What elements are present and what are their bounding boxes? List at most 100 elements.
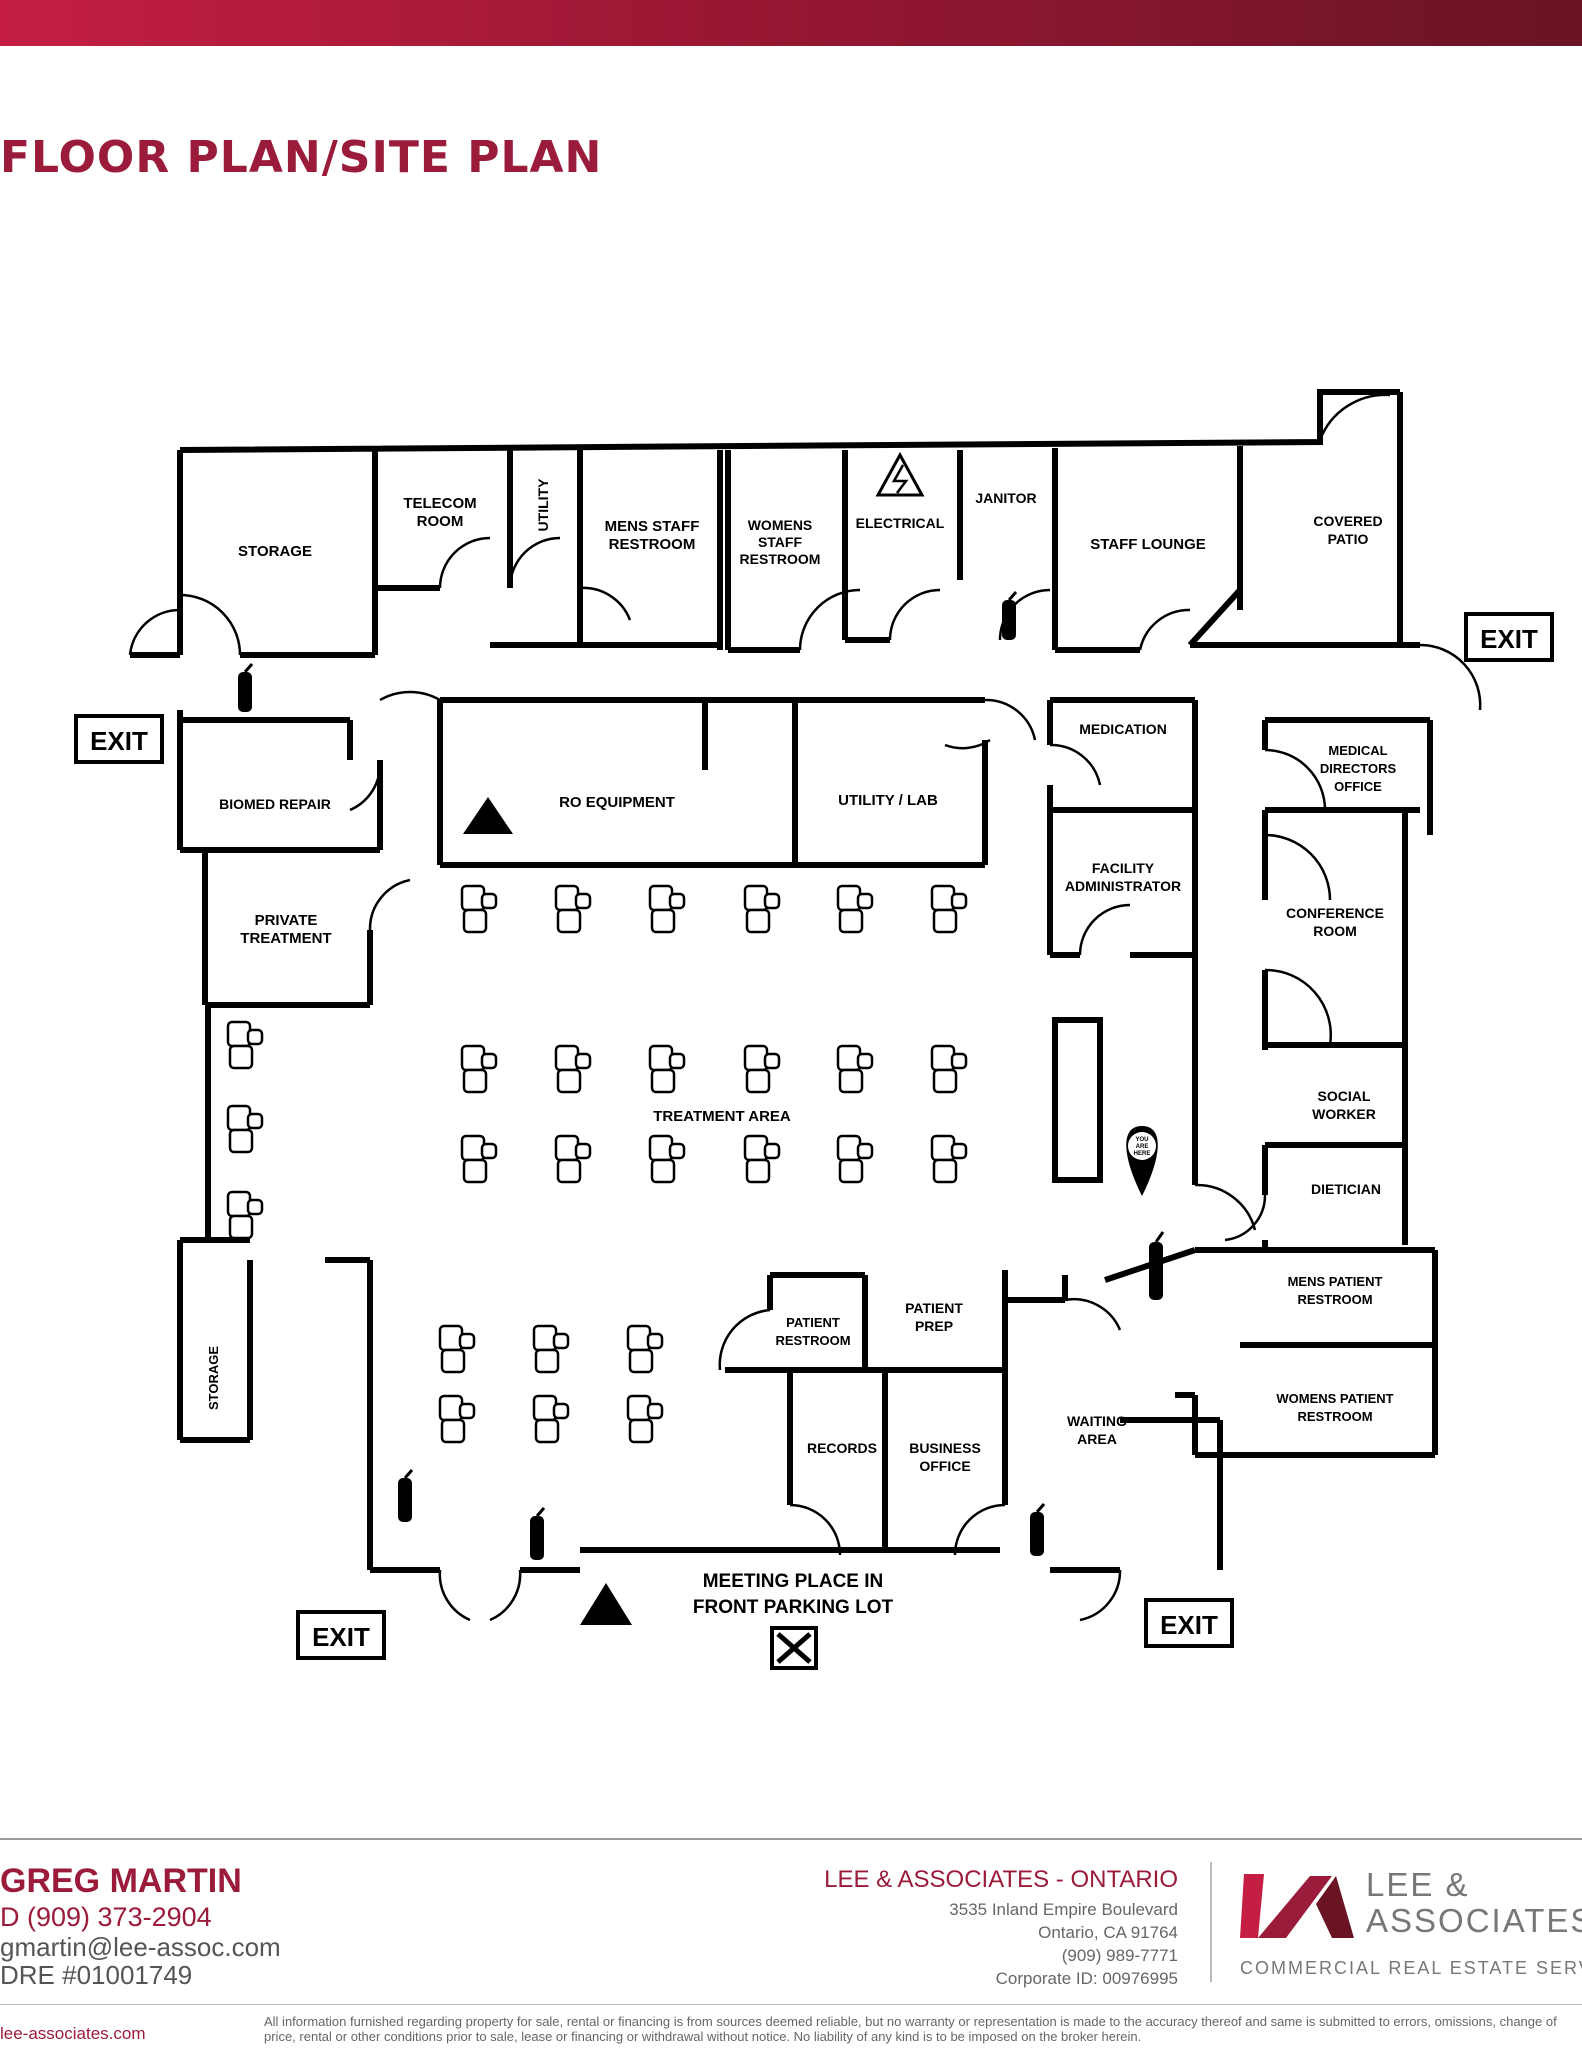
exit-sign-left: EXIT	[74, 714, 164, 764]
room-labels: STORAGE TELECOM ROOM UTILITY MENS STAFF …	[206, 478, 1396, 1618]
label-staff-lounge: STAFF LOUNGE	[1090, 536, 1206, 553]
label-utility-lab: UTILITY / LAB	[838, 792, 938, 809]
treatment-chair-icon	[743, 884, 781, 934]
label-medical-directors-1: MEDICAL	[1328, 743, 1387, 758]
svg-text:EXIT: EXIT	[1160, 1610, 1218, 1640]
treatment-chair-icon	[532, 1394, 570, 1444]
logo-word-associates: ASSOCIATES	[1366, 1902, 1582, 1939]
svg-text:EXIT: EXIT	[1480, 624, 1538, 654]
label-patient-prep-1: PATIENT	[905, 1300, 963, 1316]
label-mens-staff-1: MENS STAFF	[605, 518, 700, 535]
fire-extinguisher-icon	[1030, 1503, 1046, 1556]
exit-sign-bottom-right: EXIT	[1144, 1598, 1234, 1648]
meeting-point-x-icon	[770, 1626, 818, 1670]
treatment-chair-icon	[648, 1134, 686, 1184]
svg-text:ARE: ARE	[1136, 1144, 1149, 1150]
treatment-chair-icon	[226, 1020, 264, 1070]
label-social-worker-2: WORKER	[1312, 1106, 1376, 1122]
treatment-chair-icon	[460, 1134, 498, 1184]
treatment-chair-icon	[554, 1044, 592, 1094]
label-ro-equipment: RO EQUIPMENT	[559, 794, 675, 811]
agent-dre: DRE #01001749	[0, 1960, 193, 1990]
agent-email[interactable]: gmartin@lee-assoc.com	[0, 1932, 281, 1962]
label-electrical: ELECTRICAL	[856, 515, 945, 531]
treatment-chair-icon	[554, 1134, 592, 1184]
label-utility: UTILITY	[535, 478, 551, 532]
label-womens-staff-1: WOMENS	[748, 517, 813, 533]
office-city: Ontario, CA 91764	[1038, 1923, 1178, 1942]
electrical-hazard-icon	[875, 451, 925, 497]
fire-extinguisher-icon	[1002, 591, 1018, 640]
you-are-here-pin-icon: YOU ARE HERE	[1126, 1126, 1158, 1196]
label-facility-admin-2: ADMINISTRATOR	[1065, 878, 1181, 894]
footer-vertical-divider	[1210, 1862, 1212, 1982]
logo-tagline: COMMERCIAL REAL ESTATE SERVICES	[1240, 1958, 1582, 1978]
svg-text:EXIT: EXIT	[312, 1622, 370, 1652]
label-mens-patient-1: MENS PATIENT	[1288, 1274, 1383, 1289]
label-mens-staff-2: RESTROOM	[609, 536, 696, 553]
label-meeting-place-1: MEETING PLACE IN	[703, 1571, 884, 1592]
label-patient-prep-2: PREP	[915, 1318, 953, 1334]
treatment-chair-icon	[930, 1134, 968, 1184]
office-phone: (909) 989-7771	[1061, 1946, 1178, 1965]
treatment-chair-icon	[532, 1324, 570, 1374]
treatment-chair-icon	[836, 1134, 874, 1184]
bottom-divider	[0, 2004, 1582, 2005]
company-logo: LEE & ASSOCIATES COMMERCIAL REAL ESTATE …	[1236, 1866, 1582, 1986]
treatment-chair-icon	[836, 884, 874, 934]
label-patient-restroom-2: RESTROOM	[775, 1333, 850, 1348]
agent-phone: D (909) 373-2904	[0, 1902, 212, 1932]
label-treatment-area: TREATMENT AREA	[653, 1108, 791, 1125]
treatment-chair-icon	[626, 1324, 664, 1374]
label-janitor: JANITOR	[975, 490, 1036, 506]
floor-plan: STORAGE TELECOM ROOM UTILITY MENS STAFF …	[74, 389, 1554, 1670]
label-medication: MEDICATION	[1079, 721, 1167, 737]
label-covered-patio-1: COVERED	[1313, 513, 1382, 529]
office-name: LEE & ASSOCIATES - ONTARIO	[824, 1866, 1178, 1893]
label-business-office-2: OFFICE	[919, 1458, 970, 1474]
label-waiting-area-2: AREA	[1077, 1431, 1117, 1447]
label-storage-side: STORAGE	[206, 1346, 221, 1410]
building-walls	[130, 389, 1438, 1573]
label-storage-top: STORAGE	[238, 543, 312, 560]
label-conference-1: CONFERENCE	[1286, 905, 1384, 921]
label-mens-patient-2: RESTROOM	[1297, 1292, 1372, 1307]
fire-extinguisher-icon	[530, 1507, 546, 1560]
label-conference-2: ROOM	[1313, 923, 1357, 939]
agent-name: GREG MARTIN	[0, 1862, 242, 1900]
treatment-chair-icon	[554, 884, 592, 934]
office-info: LEE & ASSOCIATES - ONTARIO 3535 Inland E…	[824, 1866, 1178, 1990]
label-medical-directors-2: DIRECTORS	[1320, 761, 1397, 776]
logo-word-lee: LEE &	[1366, 1866, 1470, 1903]
treatment-chairs	[226, 884, 968, 1444]
label-patient-restroom-1: PATIENT	[786, 1315, 840, 1330]
exit-sign-right-top: EXIT	[1464, 612, 1554, 662]
label-private-treatment-1: PRIVATE	[255, 912, 318, 929]
treatment-chair-icon	[836, 1044, 874, 1094]
label-womens-staff-2: STAFF	[758, 534, 803, 550]
label-womens-patient-2: RESTROOM	[1297, 1409, 1372, 1424]
treatment-chair-icon	[930, 884, 968, 934]
treatment-chair-icon	[460, 884, 498, 934]
treatment-chair-icon	[226, 1190, 264, 1240]
legal-disclaimer: All information furnished regarding prop…	[264, 2014, 1557, 2044]
label-waiting-area-1: WAITING	[1067, 1413, 1127, 1429]
label-medical-directors-3: OFFICE	[1334, 779, 1382, 794]
svg-text:EXIT: EXIT	[90, 726, 148, 756]
website-link[interactable]: lee-associates.com	[0, 2024, 146, 2043]
label-biomed-repair: BIOMED REPAIR	[219, 796, 331, 812]
label-telecom-2: ROOM	[417, 513, 464, 530]
treatment-chair-icon	[626, 1394, 664, 1444]
treatment-chair-icon	[460, 1044, 498, 1094]
office-corporate-id: Corporate ID: 00976995	[995, 1969, 1178, 1988]
treatment-chair-icon	[743, 1044, 781, 1094]
label-womens-patient-1: WOMENS PATIENT	[1276, 1391, 1393, 1406]
fire-extinguisher-icon	[398, 1469, 414, 1522]
label-social-worker-1: SOCIAL	[1318, 1088, 1371, 1104]
fire-extinguisher-icon	[1149, 1231, 1165, 1300]
label-dietician: DIETICIAN	[1311, 1181, 1381, 1197]
treatment-chair-icon	[648, 884, 686, 934]
svg-text:YOU: YOU	[1135, 1137, 1148, 1143]
label-telecom-1: TELECOM	[403, 495, 476, 512]
top-accent-bar	[0, 0, 1582, 46]
